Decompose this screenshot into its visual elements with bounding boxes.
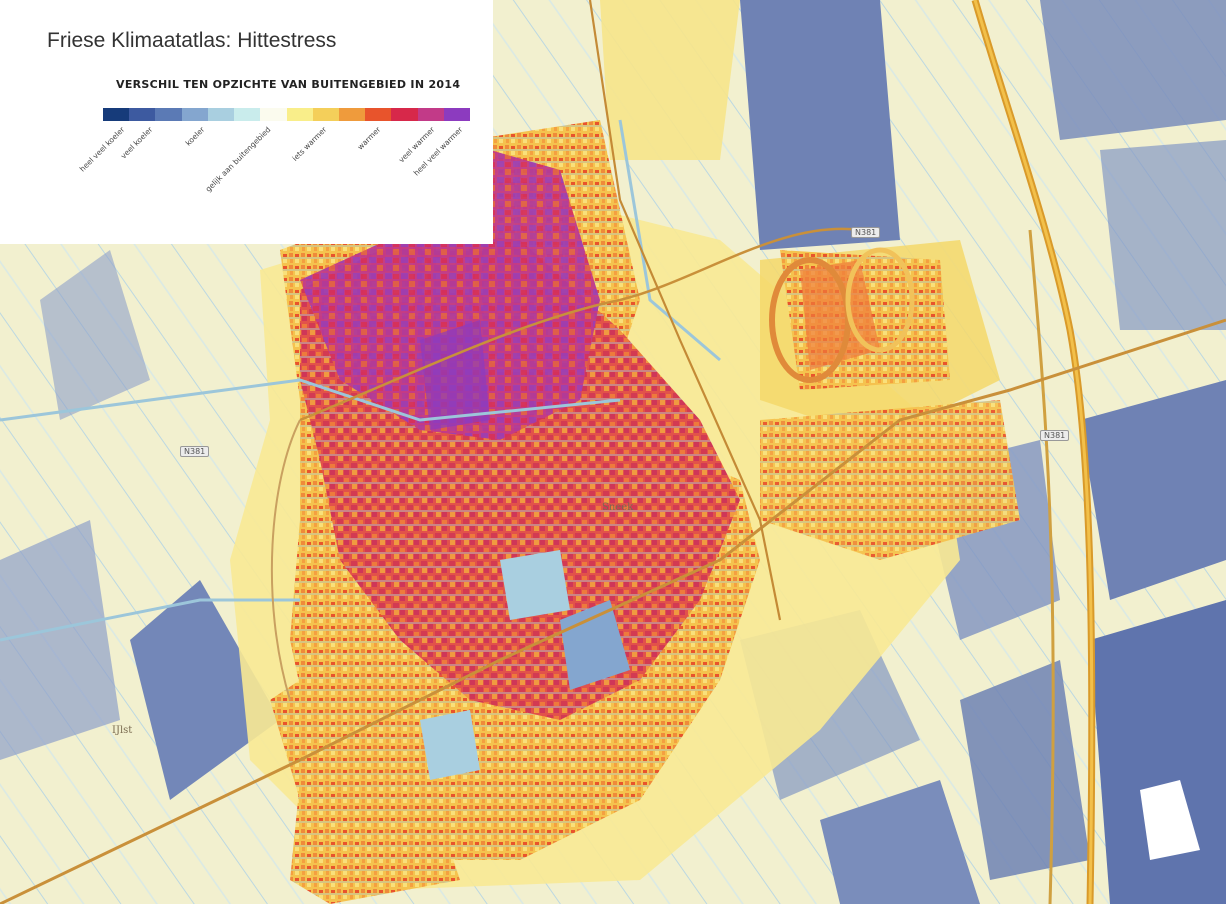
atlas-title: Friese Klimaatatlas: Hittestress xyxy=(47,29,337,52)
legend-label: koeler xyxy=(183,125,207,148)
legend-swatch xyxy=(181,108,208,121)
legend-heading: VERSCHIL TEN OPZICHTE VAN BUITENGEBIED I… xyxy=(116,78,461,91)
legend-card: Friese Klimaatatlas: Hittestress VERSCHI… xyxy=(0,0,493,244)
legend-swatch xyxy=(391,108,418,121)
village-label: IJlst xyxy=(112,725,133,736)
legend-swatch xyxy=(103,108,130,121)
legend-swatch xyxy=(155,108,182,121)
legend-swatch xyxy=(234,108,261,121)
legend-swatch xyxy=(207,108,235,121)
legend-swatch xyxy=(365,108,392,121)
legend-swatch xyxy=(286,108,313,121)
legend-labels: heel veel koeler veel koeler koeler geli… xyxy=(0,0,493,244)
road-badge-n381-east: N381 xyxy=(1040,430,1070,441)
legend-swatch xyxy=(338,108,366,121)
urban-heat-core xyxy=(270,120,1020,904)
town-label: Sneek xyxy=(602,502,634,513)
legend-label: iets warmer xyxy=(290,125,329,163)
legend-swatch xyxy=(417,108,444,121)
road-badge-n381-west: N381 xyxy=(180,446,210,457)
legend-label: gelijk aan buitengebied xyxy=(203,125,273,194)
legend-label: heel veel koeler xyxy=(77,125,127,174)
legend-swatch xyxy=(260,108,287,121)
road-badge-n381-north: N381 xyxy=(851,227,881,238)
legend-swatch xyxy=(129,108,156,121)
legend-color-scale xyxy=(103,108,471,121)
legend-label: heel veel warmer xyxy=(411,125,465,178)
legend-swatch xyxy=(312,108,339,121)
legend-label: warmer xyxy=(355,125,383,152)
water-ways xyxy=(0,119,721,642)
legend-swatch xyxy=(443,108,471,121)
